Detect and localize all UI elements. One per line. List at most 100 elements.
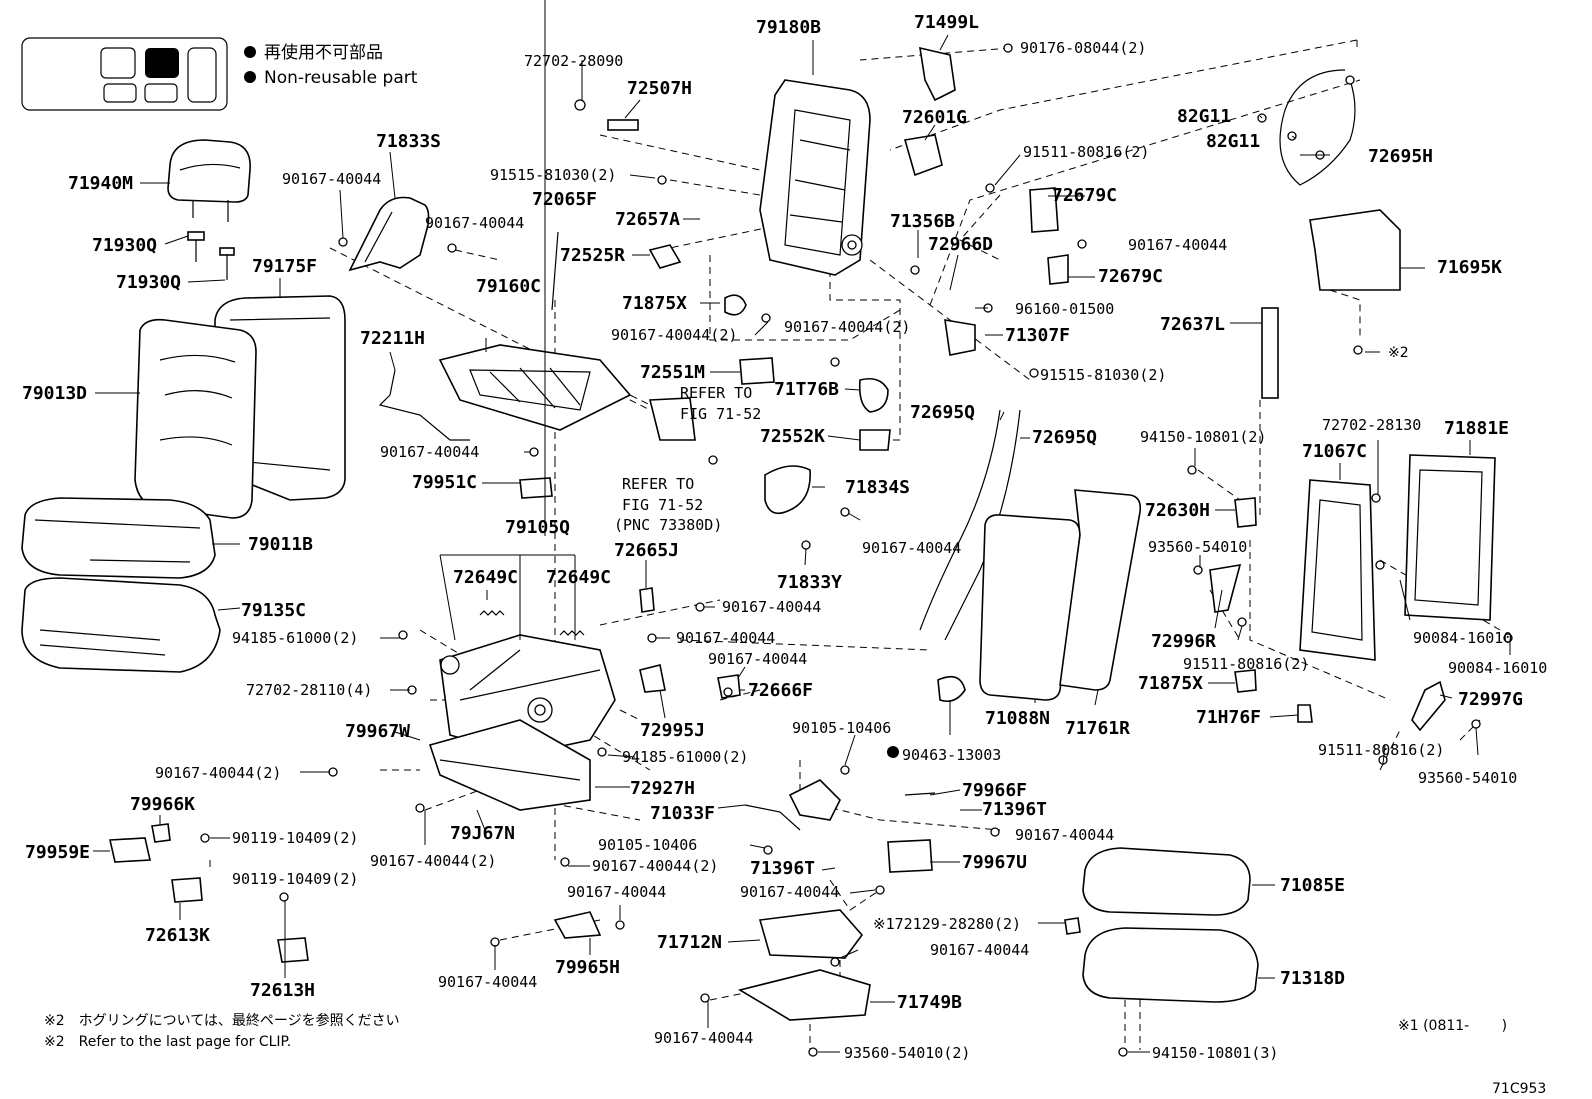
label-79966k: 79966K [130,794,195,815]
cushion-cover-79135c [21,577,221,673]
label-90167-m: 90167-40044(2) [370,852,496,870]
label-90167-r: 90167-40044 [438,973,537,991]
clip-note-marker: ※2 [1388,345,1409,361]
label-79959e: 79959E [25,842,90,863]
label-71833s: 71833S [376,131,441,152]
label-71356b: 71356B [890,211,955,232]
label-91511-a: 91511-80816(2) [1023,143,1149,161]
label-90084-b: 90084-16010 [1448,659,1547,677]
refer-fig-a: FIG 71-52 [680,405,761,423]
label-71307f: 71307F [1005,325,1070,346]
label-79965h: 79965H [555,957,620,978]
legend-text-jp: 再使用不可部品 [264,42,383,63]
label-79175f: 79175F [252,256,317,277]
label-71712n: 71712N [657,932,722,953]
label-96160: 96160-01500 [1015,300,1114,318]
legend: 再使用不可部品 Non-reusable part [21,37,418,111]
label-91515-a: 91515-81030(2) [490,166,616,184]
label-93560-b: 93560-54010 [1418,769,1517,787]
seat-frame-79160c [438,344,632,431]
label-93560-c: 93560-54010(2) [844,1044,970,1062]
label-71h76f: 71H76F [1196,707,1261,728]
legend-seat-cell [103,83,137,103]
label-71088n: 71088N [985,708,1050,729]
wire-72211h [378,369,470,441]
label-79135c: 79135C [241,600,306,621]
label-71834s: 71834S [845,477,910,498]
non-reusable-bullet-icon [244,71,256,83]
legend-seat-cell [187,47,217,103]
label-90463: 90463-13003 [902,746,1001,764]
label-94150-b: 94150-10801(3) [1152,1044,1278,1062]
board-71695k [1309,209,1401,291]
label-90105-a: 90105-10406 [792,719,891,737]
label-72966d: 72966D [928,234,993,255]
bar-72637l [1261,307,1279,399]
label-94150-a: 94150-10801(2) [1140,428,1266,446]
label-72657a: 72657A [615,209,680,230]
label-90167-j: 90167-40044 [708,650,807,668]
spring-72649c [479,610,585,636]
seat-cushion-79011b [21,497,216,579]
label-72695q-b: 72695Q [1032,427,1097,448]
label-79j67n: 79J67N [450,823,515,844]
label-71499l: 71499L [914,12,979,33]
label-72601g: 72601G [902,107,967,128]
label-72927h: 72927H [630,778,695,799]
label-72997g: 72997G [1458,689,1523,710]
part-labels: 79180B 71499L 90176-08044(2) 72702-28090… [22,12,1547,1062]
label-72552k: 72552K [760,426,825,447]
label-90167-g: 90167-40044 [862,539,961,557]
label-71085e: 71085E [1280,875,1345,896]
label-94185-a: 94185-61000(2) [232,629,358,647]
label-93560-a: 93560-54010 [1148,538,1247,556]
label-90167-i: 90167-40044 [676,629,775,647]
small-brackets [109,46,1446,963]
label-71881e: 71881E [1444,418,1509,439]
label-172129: ※172129-28280(2) [873,915,1021,933]
label-71930q-a: 71930Q [92,235,157,256]
label-72695h: 72695H [1368,146,1433,167]
label-90167-s: 90167-40044 [654,1029,753,1047]
label-79967w: 79967W [345,721,410,742]
label-71t76b: 71T76B [774,379,839,400]
label-72637l: 72637L [1160,314,1225,335]
headrest-support-71930q [187,231,235,280]
seatback-frame-71067c [1299,479,1376,661]
label-71396t-a: 71396T [982,799,1047,820]
seatback-pad-79013d [134,318,257,519]
label-71940m: 71940M [68,173,133,194]
label-90167-n: 90167-40044(2) [592,857,718,875]
label-72679c-b: 72679C [1098,266,1163,287]
label-79160c: 79160C [476,276,541,297]
label-72613k: 72613K [145,925,210,946]
tray-71749b [737,969,871,1021]
label-72995j: 72995J [640,720,705,741]
label-72666f: 72666F [748,680,813,701]
label-90167-l: 90167-40044 [1015,826,1114,844]
figure-number: 71C953 [1492,1081,1546,1097]
label-90167-o: 90167-40044 [567,883,666,901]
label-79967u: 79967U [962,852,1027,873]
label-72702-28090: 72702-28090 [524,52,623,70]
fasteners [200,43,1513,1057]
refer-to-a: REFER TO [680,384,752,402]
label-71695k: 71695K [1437,257,1502,278]
label-90176: 90176-08044(2) [1020,39,1146,57]
label-82g11-a: 82G11 [1177,106,1231,127]
label-90167-q: 90167-40044 [930,941,1029,959]
label-71749b: 71749B [897,992,962,1013]
clip-note-jp: ※2 ホグリングについては、最終ページを参照ください [44,1012,400,1029]
legend-vehicle-icon-frame [21,37,228,111]
label-71033f: 71033F [650,803,715,824]
label-90167-k: 90167-40044(2) [155,764,281,782]
cushion-71318d [1082,927,1259,1003]
label-91511-b: 91511-80816(2) [1183,655,1309,673]
label-71833y: 71833Y [777,572,842,593]
label-90119-a: 90119-10409(2) [232,829,358,847]
headrest-71940m [167,139,251,222]
label-91511-c: 91511-80816(2) [1318,741,1444,759]
label-71930q-b: 71930Q [116,272,181,293]
label-90167-f: 90167-40044 [380,443,479,461]
